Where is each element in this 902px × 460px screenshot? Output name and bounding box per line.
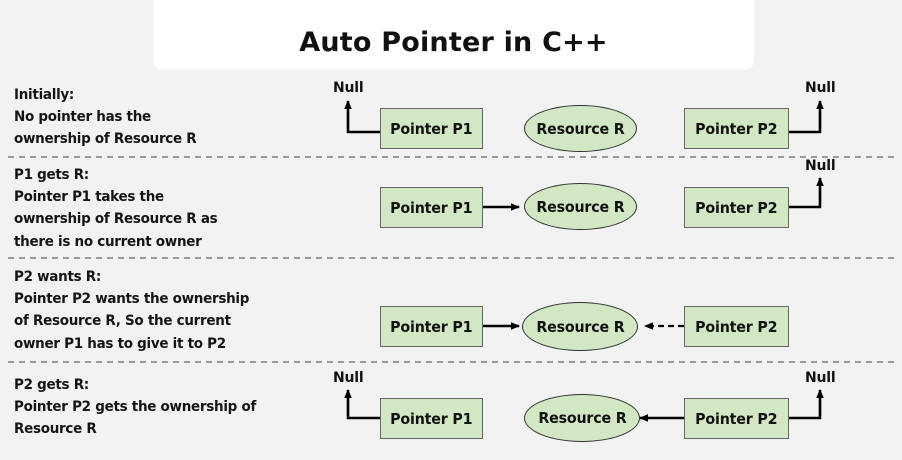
pointer-p1-box-row2: Pointer P1: [380, 187, 483, 228]
pointer-p1-box-row3: Pointer P1: [380, 306, 483, 347]
page-title: Auto Pointer in C++: [299, 27, 608, 58]
p2-null-arrow-row1: [789, 100, 824, 134]
p1-null-arrow-row4: [344, 389, 380, 420]
null-label-p2-row2: Null: [805, 158, 836, 174]
null-label-p2-row4: Null: [805, 370, 836, 386]
pointer-p2-label-row3: Pointer P2: [695, 317, 778, 336]
pointer-p1-label-row2: Pointer P1: [390, 198, 473, 217]
resource-r-node-row3: Resource R: [522, 302, 638, 351]
title-card: Auto Pointer in C++: [153, 0, 754, 70]
pointer-p2-box-row1: Pointer P2: [684, 108, 789, 149]
pointer-p1-label-row3: Pointer P1: [390, 317, 473, 336]
row-caption-initially: Initially: No pointer has the ownership …: [14, 87, 197, 148]
pointer-p2-label-row1: Pointer P2: [695, 119, 778, 138]
resource-r-label-row2: Resource R: [536, 197, 625, 216]
pointer-p2-box-row2: Pointer P2: [684, 187, 789, 228]
resource-r-label-row3: Resource R: [535, 317, 625, 336]
resource-r-node-row1: Resource R: [524, 105, 637, 152]
pointer-p1-box-row1: Pointer P1: [380, 108, 483, 149]
resource-r-label-row1: Resource R: [536, 119, 625, 138]
row-caption-p2-wants-r: P2 wants R: Pointer P2 wants the ownersh…: [14, 269, 250, 352]
pointer-p1-box-row4: Pointer P1: [380, 398, 483, 439]
p2-null-arrow-row4: [789, 389, 824, 420]
row-caption-p2-gets-r: P2 gets R: Pointer P2 gets the ownership…: [14, 377, 257, 438]
pointer-p2-label-row2: Pointer P2: [695, 198, 778, 217]
pointer-p2-box-row4: Pointer P2: [684, 398, 789, 439]
resource-r-node-row2: Resource R: [524, 183, 637, 230]
resource-r-label-row4: Resource R: [537, 409, 627, 427]
p2-null-arrow-row2: [789, 177, 824, 209]
null-label-p1-row4: Null: [333, 370, 364, 386]
resource-r-node-row4: Resource R: [524, 394, 640, 442]
row-caption-p1-gets-r: P1 gets R: Pointer P1 takes the ownershi…: [14, 167, 218, 250]
pointer-p1-label-row1: Pointer P1: [390, 119, 473, 138]
null-label-p1-row1: Null: [333, 80, 364, 96]
pointer-p2-box-row3: Pointer P2: [684, 306, 789, 347]
p1-null-arrow-row1: [344, 100, 380, 134]
pointer-p1-label-row4: Pointer P1: [390, 409, 473, 428]
null-label-p2-row1: Null: [805, 80, 836, 96]
pointer-p2-label-row4: Pointer P2: [695, 409, 778, 428]
